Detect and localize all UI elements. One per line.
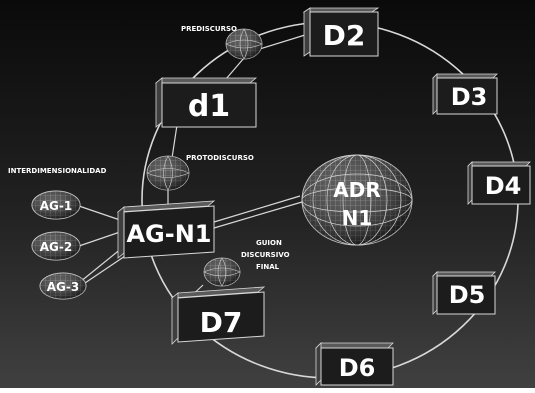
box-d7: D7	[170, 286, 266, 345]
box-d6: D6	[315, 342, 394, 386]
connector-agn1-adr-b	[213, 201, 303, 229]
connector-ag2-agn1	[78, 231, 121, 247]
ag-3-node: AG-3	[39, 272, 87, 300]
ag-1-label: AG-1	[40, 199, 72, 213]
box-agn1: AG-N1	[116, 200, 216, 259]
guion-sphere	[203, 257, 241, 287]
protodiscurso-sphere	[146, 155, 190, 191]
connector-ag3-agn1-b	[84, 253, 129, 284]
adr-line1: ADR	[333, 178, 380, 202]
connector-ag3-agn1	[79, 247, 123, 283]
ag-2-node: AG-2	[31, 231, 81, 261]
adr-line2: N1	[342, 206, 373, 230]
box-d2: D2	[302, 7, 380, 57]
ag-2-label: AG-2	[40, 240, 72, 254]
box-d1: d1	[154, 77, 258, 128]
box-d4-label: D4	[485, 172, 522, 200]
interdimensionalidad-label: INTERDIMENSIONALIDAD	[8, 167, 107, 175]
box-d1-label: d1	[188, 89, 230, 124]
guion-label-line2: DISCURSIVO	[241, 251, 290, 259]
box-d5: D5	[432, 271, 496, 315]
prediscurso-sphere	[225, 28, 263, 60]
box-d2-label: D2	[323, 19, 366, 52]
connector-ag1-agn1	[75, 204, 121, 221]
ag-3-label: AG-3	[47, 280, 79, 294]
box-d3: D3	[432, 73, 498, 115]
box-d6-label: D6	[339, 354, 376, 382]
box-d4: D4	[467, 161, 531, 205]
adr-n1-globe: ADR N1	[301, 154, 413, 246]
connector-agn1-adr	[213, 195, 301, 223]
box-agn1-label: AG-N1	[126, 220, 211, 248]
guion-label-line3: FINAL	[256, 263, 280, 271]
box-d3-label: D3	[451, 83, 488, 111]
box-d5-label: D5	[449, 281, 486, 309]
prediscurso-label: PREDISCURSO	[181, 25, 237, 33]
protodiscurso-label: PROTODISCURSO	[186, 154, 254, 162]
guion-label-line1: GUION	[256, 239, 282, 247]
box-d7-label: D7	[200, 306, 243, 339]
ag-1-node: AG-1	[31, 190, 81, 220]
connector-d1-protodiscurso	[171, 124, 178, 159]
